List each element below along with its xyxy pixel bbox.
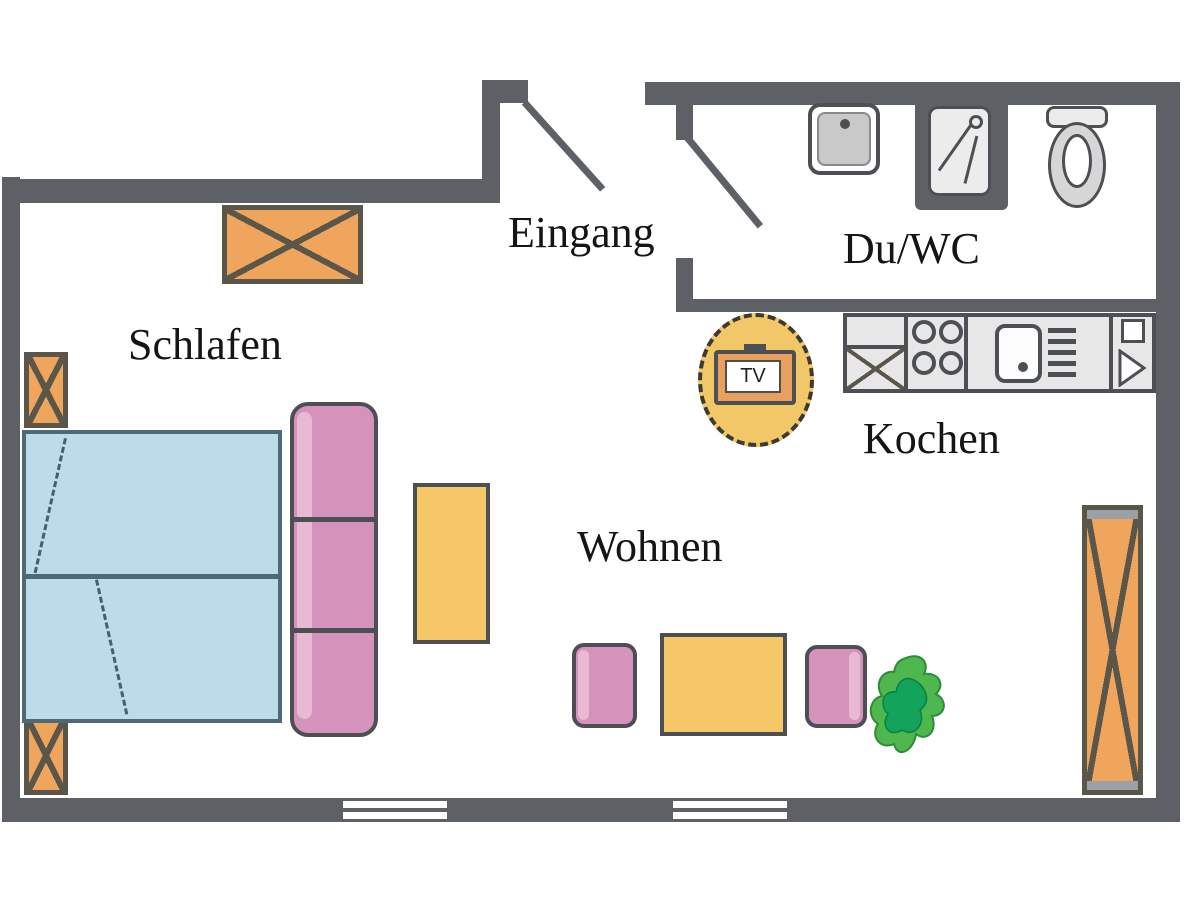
shower-icon — [915, 96, 1008, 210]
window-mullion — [673, 808, 787, 812]
armchair-backrest — [578, 650, 589, 720]
armchair-icon — [805, 645, 867, 728]
counter-divider — [1109, 317, 1113, 389]
cabinet-divider — [847, 345, 904, 349]
dresser-icon — [222, 205, 363, 284]
toilet-bowl — [1048, 122, 1106, 208]
sofa-icon — [290, 402, 378, 737]
sofa-cushion-divider — [294, 517, 374, 522]
base-cabinet-icon — [847, 349, 904, 389]
counter-divider — [964, 317, 968, 389]
room-label-schlafen: Schlafen — [128, 320, 282, 369]
bed-center-divider — [26, 574, 278, 579]
room-label-eingang: Eingang — [508, 208, 655, 257]
shower-head-icon — [969, 115, 983, 129]
wall-entry-jog — [482, 80, 500, 203]
kitchen-sink-icon — [995, 324, 1042, 383]
stove-burner-icon — [939, 351, 963, 375]
dish-rack-icon — [1048, 361, 1076, 366]
window-mullion — [343, 808, 447, 812]
window-icon — [343, 801, 447, 819]
tv-antenna — [744, 344, 766, 352]
room-label-duwc: Du/WC — [843, 224, 980, 273]
bed-duvet-fold — [95, 579, 129, 715]
armchair-icon — [572, 643, 637, 728]
wardrobe-icon — [1082, 505, 1143, 795]
dish-rack-icon — [1048, 339, 1076, 344]
wardrobe-cap — [1087, 510, 1138, 519]
entrance-door-icon — [521, 100, 606, 192]
dish-rack-icon — [1048, 350, 1076, 355]
double-bed-icon — [22, 430, 282, 723]
plant-icon — [869, 655, 945, 754]
wall-bath-bottom — [676, 299, 1156, 312]
wall-bath-stub-lower — [676, 258, 693, 312]
stove-burner-icon — [912, 351, 936, 375]
wall-left — [2, 177, 20, 822]
nightstand-icon — [24, 352, 68, 428]
tv-screen: TV — [725, 360, 781, 393]
toilet-icon — [1046, 106, 1110, 212]
armchair-backrest — [849, 652, 860, 720]
dish-rack-icon — [1048, 372, 1076, 377]
washbasin-tap — [840, 119, 850, 129]
door-swing-icon — [1118, 349, 1147, 387]
toilet-bowl-inner — [1062, 134, 1092, 188]
shower-spray-line — [963, 135, 979, 184]
kitchen-counter-icon — [843, 313, 1156, 393]
bed-duvet-fold — [33, 438, 67, 574]
stove-burner-icon — [912, 320, 936, 344]
nightstand-icon — [24, 716, 68, 795]
room-label-kochen: Kochen — [863, 414, 1000, 463]
room-label-wohnen: Wohnen — [577, 522, 723, 571]
sofa-cushion-divider — [294, 628, 374, 633]
wall-bottom — [2, 798, 1180, 822]
tv-body: TV — [714, 350, 796, 405]
coffee-table-icon — [660, 633, 787, 736]
bathroom-door-icon — [682, 133, 764, 229]
side-table-icon — [413, 483, 490, 644]
window-icon — [673, 801, 787, 819]
fridge-icon — [1121, 319, 1145, 343]
wall-top-right — [645, 82, 1180, 105]
wardrobe-cap — [1087, 781, 1138, 790]
dish-rack-icon — [1048, 328, 1076, 333]
counter-divider — [904, 317, 908, 389]
wall-bath-stub-upper — [676, 105, 693, 140]
wall-right — [1156, 82, 1180, 820]
wall-top-left — [2, 179, 500, 203]
tv-icon: TV — [698, 313, 814, 447]
sink-drain — [1018, 362, 1028, 372]
sofa-backrest — [297, 412, 312, 719]
shower-tray — [928, 106, 991, 196]
wall-entry-stub — [482, 80, 528, 103]
washbasin-icon — [808, 103, 880, 175]
stove-burner-icon — [939, 320, 963, 344]
